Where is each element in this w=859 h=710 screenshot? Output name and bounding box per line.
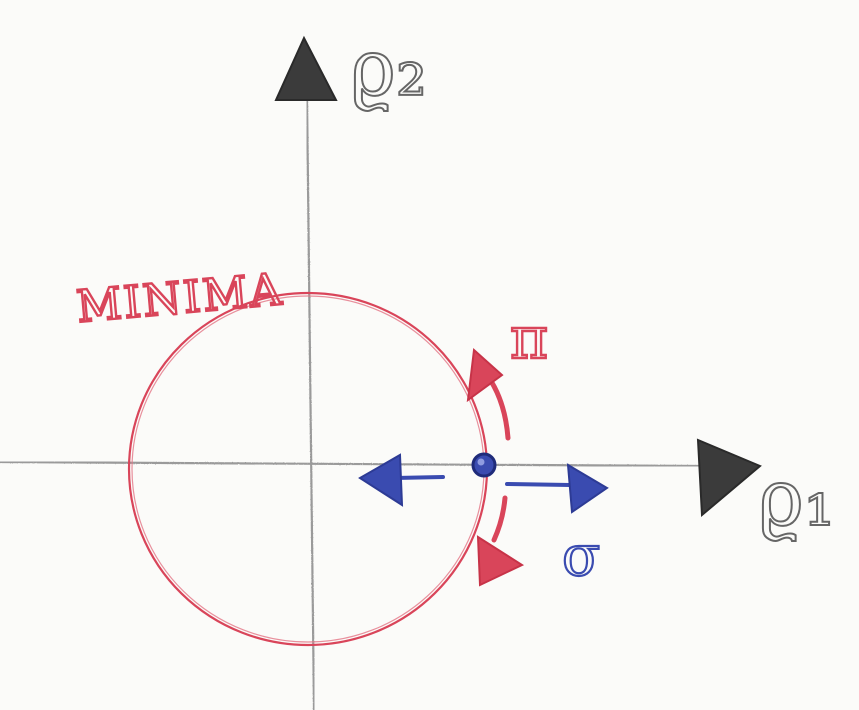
horizontal-axis-arrowhead: [696, 438, 762, 518]
minima-circle: [127, 291, 489, 647]
pi-label: π: [510, 304, 548, 372]
vacuum-point: [471, 452, 497, 478]
sigma-direction-arrow-right-shaft: [505, 482, 572, 487]
x-axis-label: ϱ₁: [758, 454, 835, 544]
sigma-direction-arrow-left-shaft: [393, 475, 445, 480]
pi-direction-arrow-down-shaft: [491, 495, 508, 543]
pi-direction-arrow-down-head: [476, 535, 525, 587]
vertical-axis-arrowhead: [274, 35, 338, 101]
sigma-direction-arrow-left-head: [358, 453, 404, 507]
sigma-direction-arrow-right-head: [566, 463, 609, 514]
y-axis-label: ϱ₂: [350, 24, 427, 114]
vacuum-point-highlight: [477, 458, 485, 466]
pi-direction-arrowhead: [466, 347, 504, 403]
minima-circle-inner: [131, 295, 485, 643]
horizontal-axis: [0, 460, 701, 468]
minima-label: MINIMA: [75, 264, 286, 333]
sigma-label: σ: [562, 524, 600, 589]
vertical-axis: [305, 95, 316, 710]
